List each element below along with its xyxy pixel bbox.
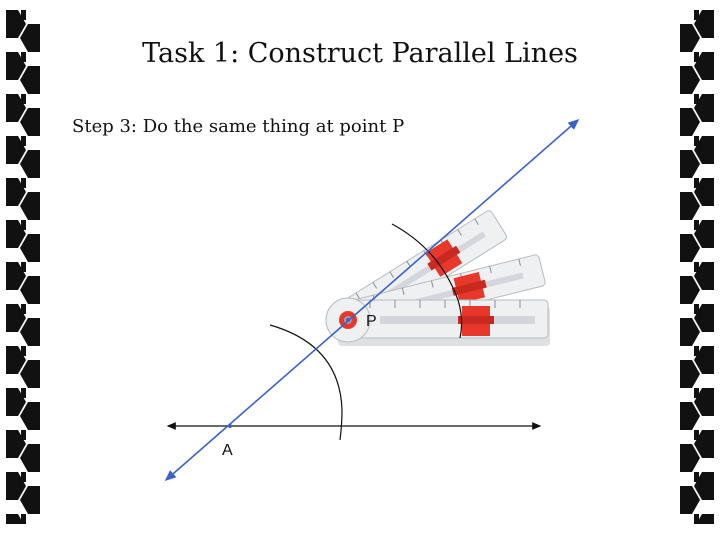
point-p-label: P xyxy=(366,313,377,330)
point-a-marker xyxy=(228,424,232,428)
compass-tool xyxy=(325,210,550,346)
transversal-line xyxy=(164,118,580,482)
point-p-marker xyxy=(346,318,350,322)
right-checker-border xyxy=(680,10,714,524)
arc-at-a xyxy=(269,324,343,441)
left-checker-border xyxy=(6,10,40,524)
page-title: Task 1: Construct Parallel Lines xyxy=(142,38,578,69)
point-a-label: A xyxy=(222,442,233,459)
